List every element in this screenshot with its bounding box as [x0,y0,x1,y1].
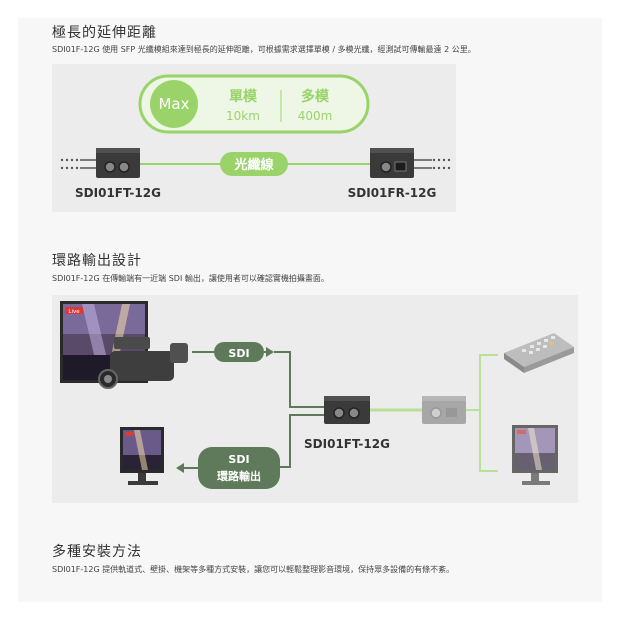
rx-model-label: SDI01FR-12G [348,186,437,200]
receiver-device-icon [370,148,414,178]
transmitter-device-icon [96,148,140,178]
section-title-distance: 極長的延伸距離 [52,25,157,41]
max-label: Max [158,95,189,113]
live-badge [65,307,83,314]
monitor-icon [512,425,558,485]
section-desc-install: SDI01F-12G 提供軌道式、壁掛、機架等多種方式安裝，讓您可以輕鬆整理影音… [52,565,455,574]
fiber-distance-diagram: Max 單模 10km 多模 400m 光纖線 SDI01FT-12G SDI0… [52,64,456,212]
fiber-label: 光纖線 [233,157,274,173]
live-badge-text: Live [68,309,80,315]
section-desc-loop: SDI01F-12G 在傳輸端有一近端 SDI 輸出，讓使用者可以確認實機拍攝畫… [52,274,329,283]
monitor-icon [120,427,164,485]
section-desc-distance: SDI01F-12G 使用 SFP 光纖模組來達到極長的延伸距離，可根據需求選擇… [52,45,476,54]
loop-output-label: 環路輸出 [217,469,261,483]
sdi-in-label: SDI [228,347,249,360]
receiver-device-icon [422,396,466,424]
tx-model-label: SDI01FT-12G [304,437,390,451]
section-title-install: 多種安裝方法 [52,544,142,560]
max-badge [150,80,198,128]
tx-model-label: SDI01FT-12G [75,186,161,200]
video-switcher-icon [504,333,574,373]
multi-mode-distance: 400m [298,109,333,123]
single-mode-distance: 10km [226,109,260,123]
video-camera-icon [98,337,188,389]
multi-mode-label: 多模 [301,88,330,105]
loop-sdi-label: SDI [228,453,249,466]
transmitter-device-icon [324,396,370,424]
section-title-loop: 環路輸出設計 [52,253,142,269]
loop-output-diagram: Live SDI SDI 環路輸出 SDI01FT-12G [52,295,578,503]
single-mode-label: 單模 [229,88,258,105]
